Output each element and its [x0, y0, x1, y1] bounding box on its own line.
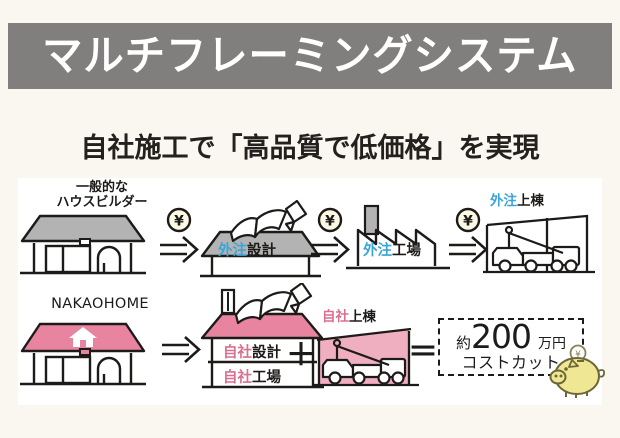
- label-outsource-design-rest: 設計: [247, 243, 276, 259]
- label-self-design: 自社設計: [223, 346, 281, 361]
- label-self-design-rest: 設計: [252, 345, 281, 361]
- label-outsource-factory-rest: 工場: [392, 243, 421, 259]
- icon-yen-arrow-3: ¥: [449, 207, 488, 263]
- equals-sign: ＝: [408, 335, 438, 370]
- icon-house-gray-roof: [20, 214, 146, 275]
- label-self-factory-accent: 自社: [223, 370, 252, 386]
- piggy-bank-icon: ¥: [549, 344, 606, 398]
- row-label-line1: 一般的な: [75, 180, 128, 195]
- icon-house-design-gray: [200, 199, 321, 278]
- label-self-design-accent: 自社: [223, 345, 252, 361]
- result-unit: 万円: [538, 336, 566, 352]
- icon-house-pink-roof: [20, 322, 146, 386]
- label-self-framing: 自社上棟: [322, 309, 376, 326]
- result-caption: コストカット: [461, 353, 561, 372]
- icon-yen-arrow-1: ¥: [160, 207, 199, 263]
- row-label-nakaohome: NAKAOHOME: [51, 296, 149, 312]
- label-self-framing-rest: 上棟: [349, 309, 376, 325]
- icon-crane-truck-pink: [313, 327, 419, 387]
- icon-crane-truck-gray: [483, 214, 595, 274]
- label-self-factory: 自社工場: [223, 371, 281, 386]
- label-outsource-factory-accent: 外注: [363, 243, 392, 259]
- subtitle: 自社施工で「高品質で低価格」を実現: [80, 133, 540, 164]
- label-outsource-framing-accent: 外注: [490, 193, 517, 209]
- row-label-line2: ハウスビルダー: [56, 194, 148, 210]
- svg-text:¥: ¥: [174, 214, 184, 230]
- row-label-general-builder: 一般的な ハウスビルダー: [28, 180, 176, 211]
- icon-arrow-row2: [162, 336, 201, 363]
- label-outsource-framing-rest: 上棟: [517, 193, 544, 209]
- label-self-factory-rest: 工場: [252, 370, 281, 386]
- plus-sign: ＋: [286, 338, 316, 373]
- label-outsource-framing: 外注上棟: [490, 193, 544, 210]
- svg-text:¥: ¥: [575, 350, 581, 360]
- icon-yen-arrow-2: ¥: [311, 207, 350, 263]
- svg-text:¥: ¥: [325, 214, 335, 230]
- icon-two-story-pink: [200, 283, 324, 389]
- label-self-framing-accent: 自社: [322, 309, 349, 325]
- diagram-panel: 一般的な ハウスビルダー ¥: [18, 178, 606, 405]
- result-approx: 約: [455, 334, 471, 352]
- page-title: マルチフレーミングシステム: [42, 31, 578, 80]
- label-outsource-design: 外注設計: [218, 244, 276, 259]
- svg-text:¥: ¥: [463, 214, 473, 230]
- label-outsource-factory: 外注工場: [363, 244, 421, 259]
- result-amount: 200: [471, 317, 532, 356]
- title-banner: マルチフレーミングシステム: [8, 23, 612, 89]
- label-outsource-design-accent: 外注: [218, 243, 247, 259]
- icon-factory-gray: [346, 204, 450, 270]
